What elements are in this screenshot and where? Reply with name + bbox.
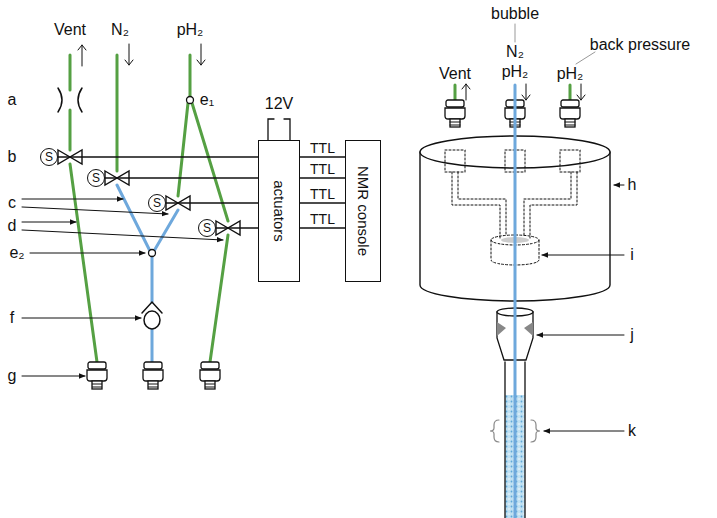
- callout-letter: g: [8, 368, 17, 384]
- signal-wire: [300, 202, 345, 203]
- line-label: bubble: [491, 6, 539, 22]
- callout-letter: j: [630, 327, 634, 343]
- callout-letter: i: [630, 247, 634, 263]
- signal-wire: [300, 227, 345, 228]
- callout-letter: e₂: [9, 245, 24, 261]
- solenoid-symbol: S: [148, 194, 166, 212]
- callout-letter: N₂: [111, 22, 129, 38]
- solenoid-symbol: S: [40, 148, 58, 166]
- callout-letter: c: [8, 195, 16, 211]
- callout-letter: N₂: [506, 44, 524, 60]
- callout-letter: k: [628, 423, 636, 439]
- signal-wire: [216, 227, 258, 228]
- node-text: S: [92, 172, 100, 184]
- line-label: Vent: [54, 22, 86, 38]
- callout-letter: a: [8, 92, 17, 108]
- signal-name: TTL: [309, 141, 336, 155]
- signal-wire: [58, 156, 258, 157]
- line-label: Vent: [439, 66, 471, 82]
- signal-wire: [300, 156, 345, 157]
- line-label: 12V: [265, 96, 293, 112]
- signal-name: TTL: [309, 212, 336, 226]
- solenoid-symbol: S: [87, 169, 105, 187]
- line-label: pH₂: [177, 22, 204, 38]
- actuator-box: actuators: [258, 140, 300, 282]
- callout-letter: b: [8, 149, 17, 165]
- line-label: back pressure: [590, 37, 691, 53]
- node-text: NMR console: [356, 166, 371, 256]
- node-text: actuators: [272, 180, 287, 242]
- callout-letter: h: [628, 177, 637, 193]
- node-text: S: [45, 151, 53, 163]
- signal-name: TTL: [309, 187, 336, 201]
- signal-wire: [300, 177, 345, 178]
- node-text: S: [153, 197, 161, 209]
- solenoid-symbol: S: [198, 219, 216, 237]
- callout-letter: d: [8, 218, 17, 234]
- line-label: pH₂: [502, 64, 529, 80]
- line-label: pH₂: [557, 66, 584, 82]
- signal-wire: [166, 202, 258, 203]
- callout-letter: e₁: [200, 92, 214, 108]
- console-box: NMR console: [345, 140, 381, 282]
- node-text: S: [203, 222, 211, 234]
- callout-letter: f: [10, 310, 14, 326]
- signal-name: TTL: [309, 162, 336, 176]
- signal-wire: [105, 177, 258, 178]
